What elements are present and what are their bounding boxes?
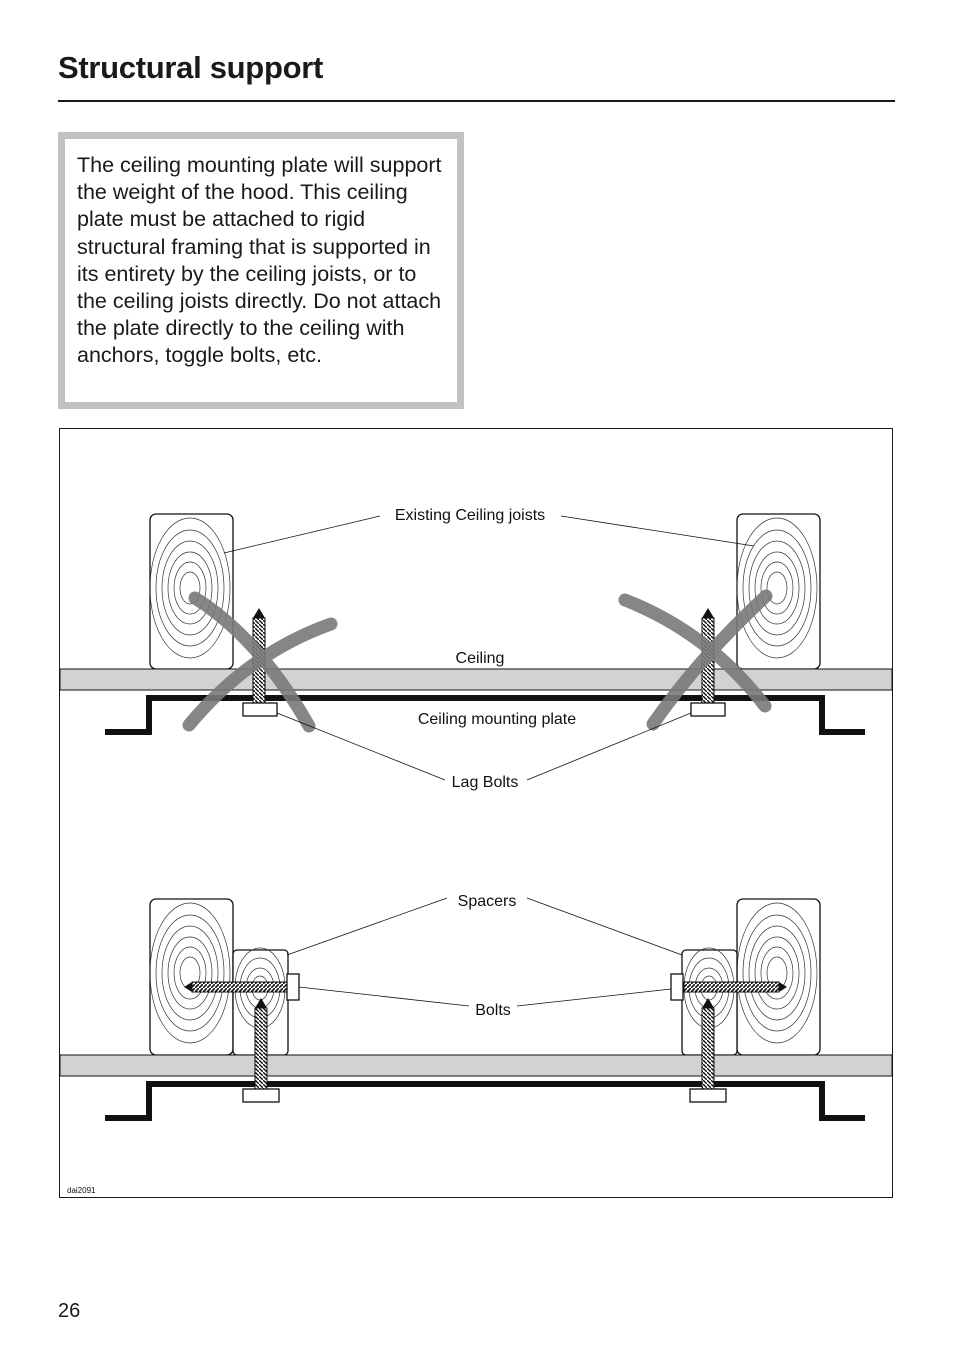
incorrect-cross-right bbox=[618, 589, 773, 731]
note-box: The ceiling mounting plate will support … bbox=[58, 132, 464, 409]
joist-bottom-left bbox=[149, 898, 234, 1056]
lag-bolt-bottom-right bbox=[689, 998, 727, 1103]
label-bolts: Bolts bbox=[475, 1002, 511, 1019]
bolt-horizontal-left bbox=[184, 973, 300, 1001]
incorrect-cross-left bbox=[182, 591, 338, 733]
joist-bottom-right bbox=[736, 898, 821, 1056]
mounting-plate-top bbox=[105, 695, 865, 735]
label-existing-joists: Existing Ceiling joists bbox=[395, 507, 545, 524]
label-mounting-plate: Ceiling mounting plate bbox=[418, 711, 576, 728]
label-spacers: Spacers bbox=[458, 893, 517, 910]
label-ceiling: Ceiling bbox=[456, 650, 505, 667]
lag-bolt-bottom-left bbox=[242, 998, 280, 1103]
ceiling-bottom bbox=[59, 1054, 893, 1077]
page-number: 26 bbox=[58, 1300, 81, 1322]
label-lag-bolts: Lag Bolts bbox=[452, 774, 519, 791]
ceiling-top bbox=[59, 668, 893, 691]
title-divider bbox=[58, 100, 895, 102]
note-text: The ceiling mounting plate will support … bbox=[77, 153, 442, 368]
bolt-horizontal-right bbox=[670, 973, 787, 1001]
figure-code: dai2091 bbox=[67, 1186, 96, 1195]
mounting-plate-bottom bbox=[105, 1081, 865, 1121]
page-title: Structural support bbox=[58, 50, 324, 85]
joist-top-left bbox=[149, 513, 234, 670]
joist-top-right bbox=[736, 513, 821, 670]
structural-support-diagram: Existing Ceiling joists Ceiling Ceiling … bbox=[59, 428, 893, 1198]
